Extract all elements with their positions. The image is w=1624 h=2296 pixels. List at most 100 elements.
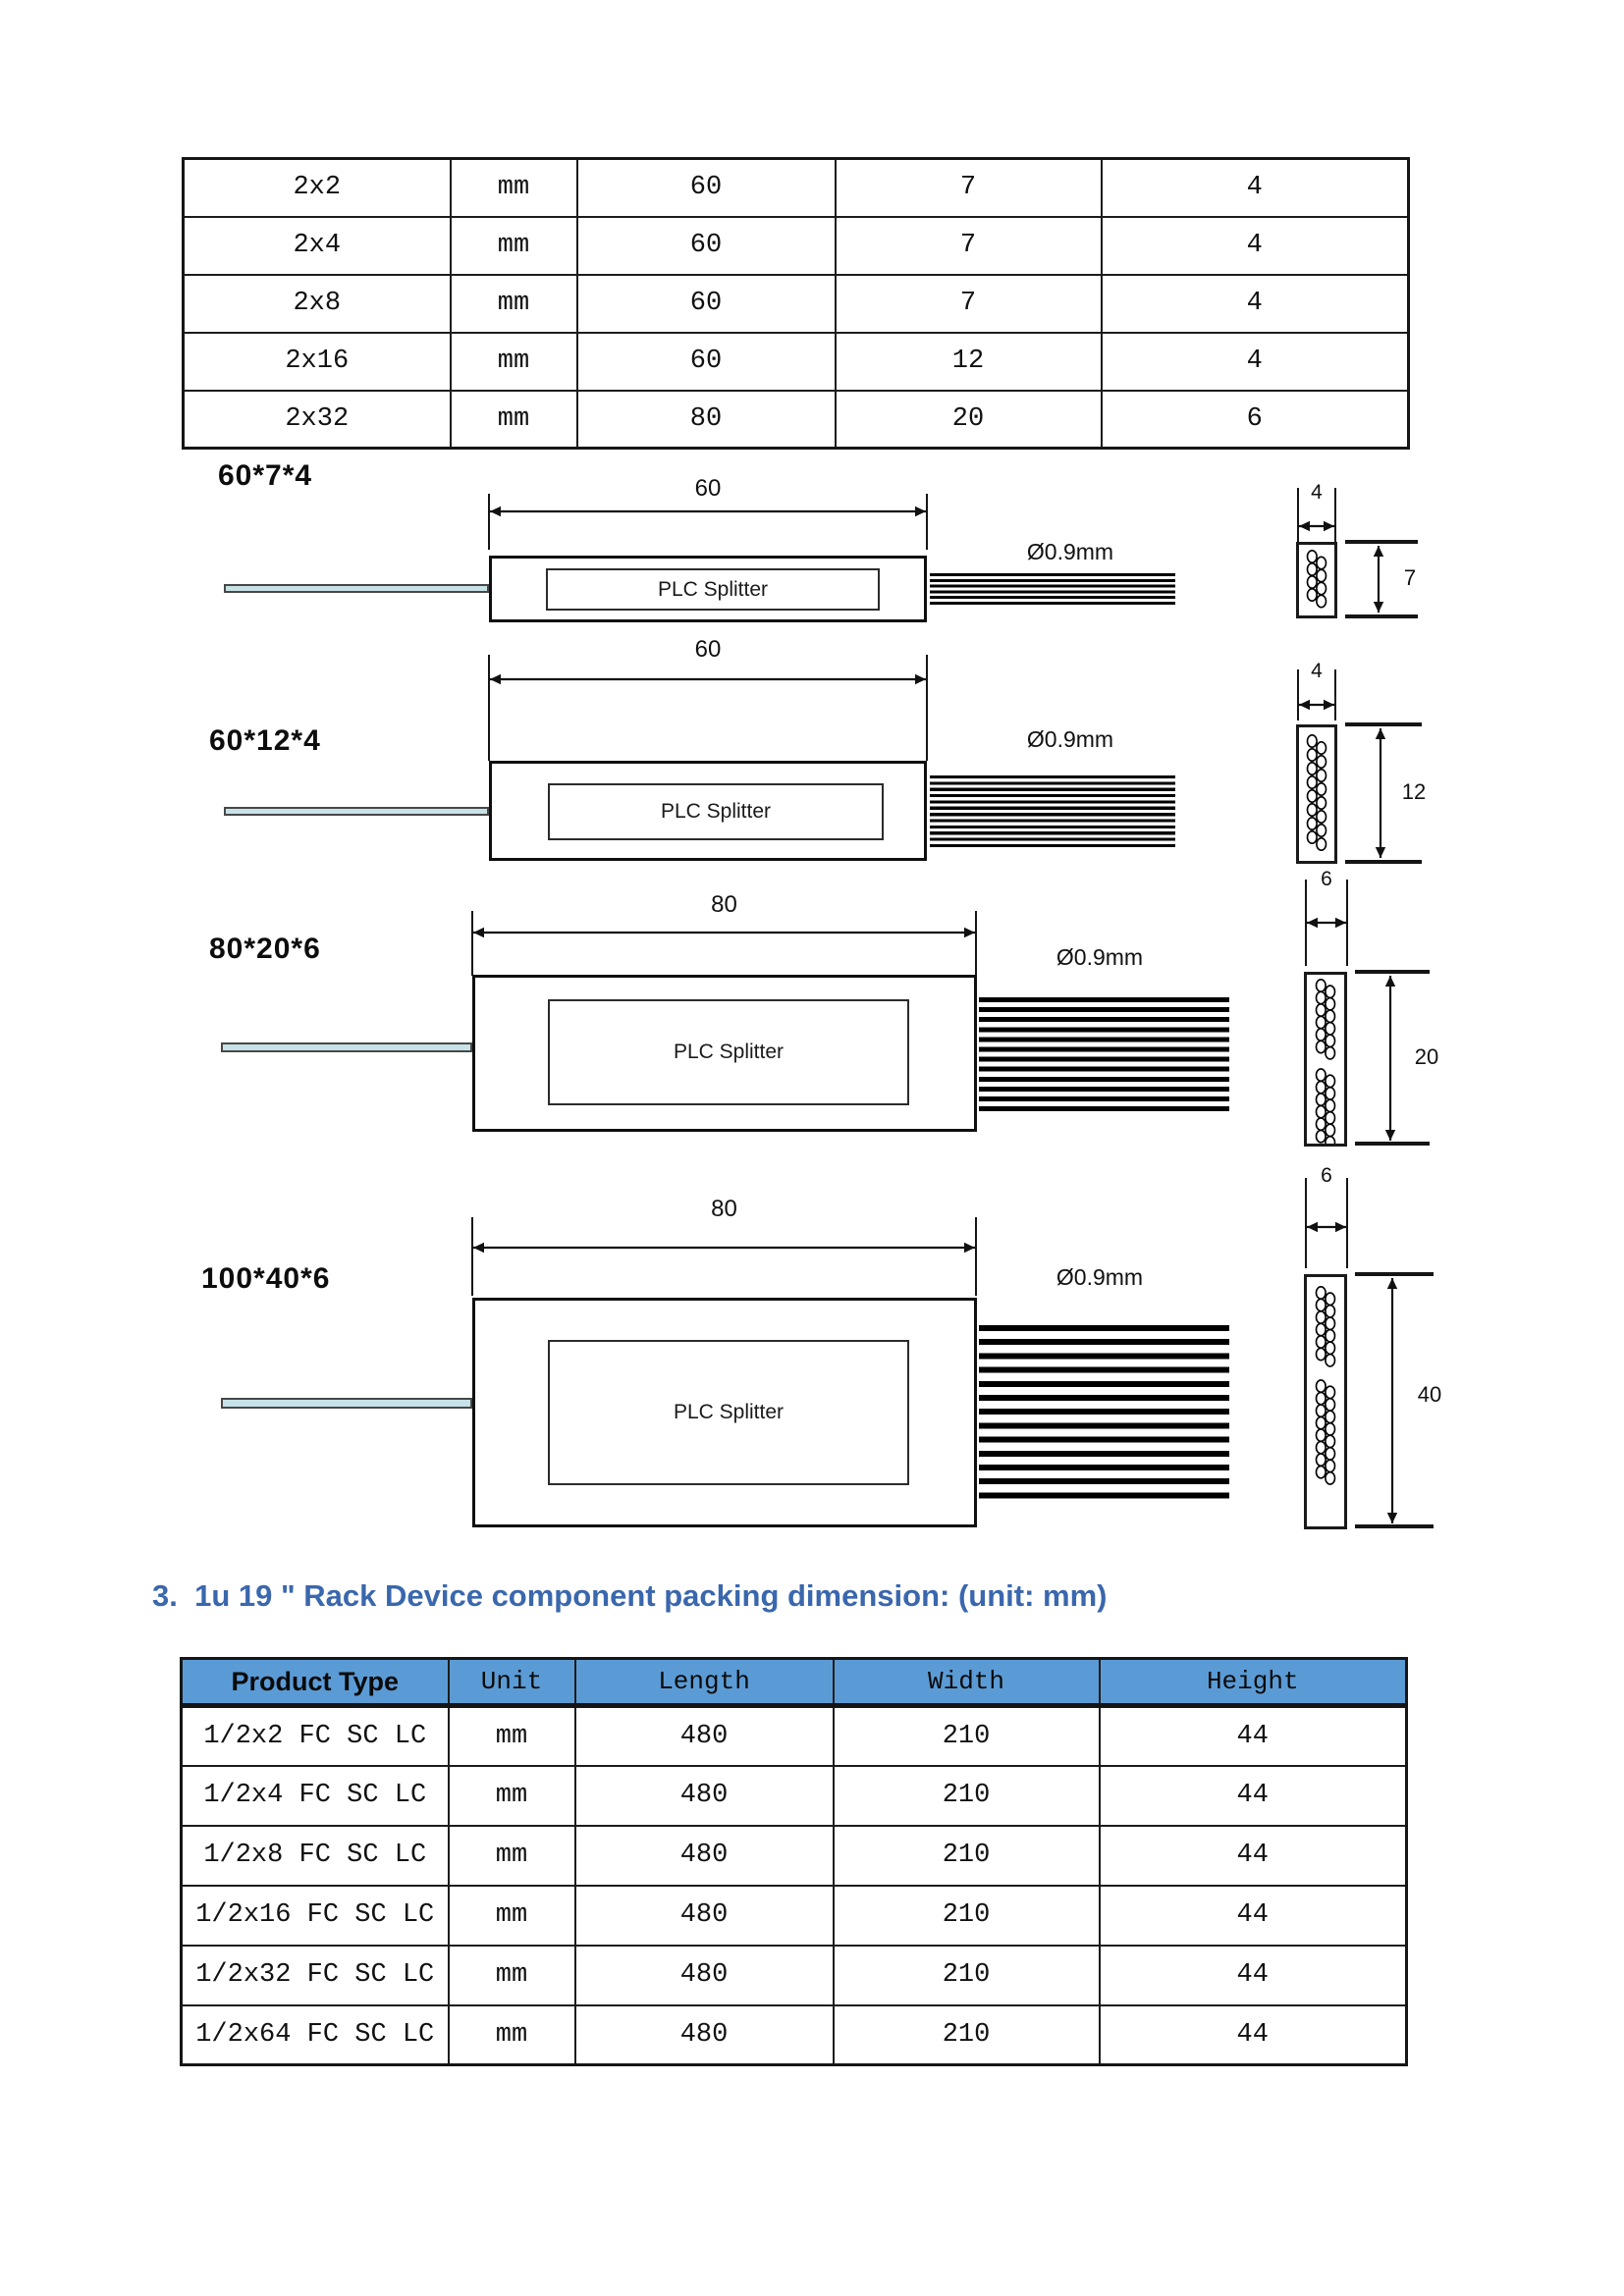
table-cell: 2x2 [182, 157, 452, 218]
table-cell: 44 [1098, 1824, 1408, 1887]
table-cell: 4 [1100, 331, 1410, 392]
table-cell: mm [447, 1824, 576, 1887]
fiber-diameter-label: Ø0.9mm [1056, 1264, 1144, 1290]
table-cell: mm [449, 331, 578, 392]
input-fiber [221, 1042, 472, 1052]
table-cell: 7 [834, 157, 1103, 218]
dim-tick [1345, 860, 1422, 864]
fiber-diameter-label: Ø0.9mm [1026, 726, 1114, 752]
dim-tick [1355, 1524, 1434, 1528]
column-header: Product Type [180, 1657, 450, 1708]
dim-tick [1305, 1178, 1307, 1268]
end-width-dim-arrow [1306, 1219, 1347, 1235]
diagram-2-size-label: 60*12*4 [209, 724, 321, 757]
diagram-4-length-dim-label: 80 [711, 1196, 737, 1222]
diagram-3-length-dim-label: 80 [711, 891, 737, 918]
table-cell: 480 [573, 2003, 835, 2066]
output-fiber-ribbon [979, 997, 1229, 1112]
table-cell: mm [447, 1944, 576, 2006]
plc-splitter-label: PLC Splitter [673, 1401, 785, 1423]
output-fiber-ribbon [930, 573, 1175, 605]
table-cell: mm [449, 157, 578, 218]
table-cell: 210 [832, 1704, 1101, 1767]
table-cell: 210 [832, 1944, 1101, 2006]
length-dim-arrow [472, 1239, 976, 1256]
plc-splitter-label: PLC Splitter [660, 800, 772, 823]
table-cell: 1/2x4 FC SC LC [180, 1764, 450, 1827]
table-cell: 60 [575, 215, 837, 276]
table-cell: 7 [834, 215, 1103, 276]
table-cell: 7 [834, 273, 1103, 334]
dim-tick [1355, 1142, 1430, 1146]
plc-splitter-label: PLC Splitter [657, 577, 769, 601]
dim-tick [1346, 880, 1348, 966]
table-cell: 480 [573, 1704, 835, 1767]
end-height-dim-arrow [1384, 1277, 1400, 1524]
dim-tick [1345, 614, 1418, 618]
table-cell: 60 [575, 331, 837, 392]
dim-tick [1355, 970, 1430, 974]
end-width-dim-label: 4 [1311, 660, 1323, 682]
table-cell: 60 [575, 157, 837, 218]
table-cell: mm [447, 1764, 576, 1827]
output-fiber-ribbon [930, 775, 1175, 848]
plc-splitter-box: PLC Splitter [548, 783, 884, 840]
fiber-diameter-label: Ø0.9mm [1026, 539, 1114, 564]
dim-tick [471, 1217, 473, 1296]
end-view-rect [1304, 1274, 1347, 1529]
diagram-3-size-label: 80*20*6 [209, 933, 321, 965]
dim-tick [1355, 1272, 1434, 1276]
input-fiber [224, 584, 489, 593]
end-view-rect [1296, 542, 1337, 618]
dim-tick [926, 655, 928, 761]
output-fiber-ribbon [979, 1325, 1229, 1500]
dim-tick [1334, 488, 1336, 542]
fiber-array-icon [1306, 734, 1327, 852]
end-width-dim-label: 6 [1321, 868, 1332, 890]
table-cell: 1/2x8 FC SC LC [180, 1824, 450, 1887]
table-cell: 1/2x32 FC SC LC [180, 1944, 450, 2006]
table-cell: 1/2x2 FC SC LC [180, 1704, 450, 1767]
end-height-dim-arrow [1373, 727, 1388, 859]
dim-tick [1305, 880, 1307, 966]
table-cell: 80 [575, 389, 837, 450]
end-height-dim-label: 12 [1401, 779, 1427, 804]
dim-tick [1297, 488, 1299, 542]
end-height-dim-arrow [1382, 975, 1398, 1142]
table-cell: 480 [573, 1884, 835, 1947]
table-cell: mm [447, 1704, 576, 1767]
end-height-dim-label: 7 [1403, 565, 1417, 590]
dim-tick [1346, 1178, 1348, 1268]
input-fiber [221, 1398, 472, 1409]
table-cell: 44 [1098, 1704, 1408, 1767]
table-cell: 480 [573, 1824, 835, 1887]
end-width-dim-arrow [1298, 697, 1335, 713]
table-cell: mm [447, 2003, 576, 2066]
table-cell: 44 [1098, 1884, 1408, 1947]
column-header: Width [832, 1657, 1101, 1708]
table-cell: 44 [1098, 1764, 1408, 1827]
table-cell: 480 [573, 1944, 835, 2006]
table-cell: mm [447, 1884, 576, 1947]
length-dim-arrow [472, 924, 976, 941]
dim-tick [1345, 540, 1418, 544]
dim-tick [488, 655, 490, 761]
table-cell: 12 [834, 331, 1103, 392]
table-cell: 2x4 [182, 215, 452, 276]
fiber-array-icon [1306, 550, 1327, 609]
end-width-dim-arrow [1306, 915, 1347, 931]
diagram-4-size-label: 100*40*6 [201, 1262, 331, 1295]
